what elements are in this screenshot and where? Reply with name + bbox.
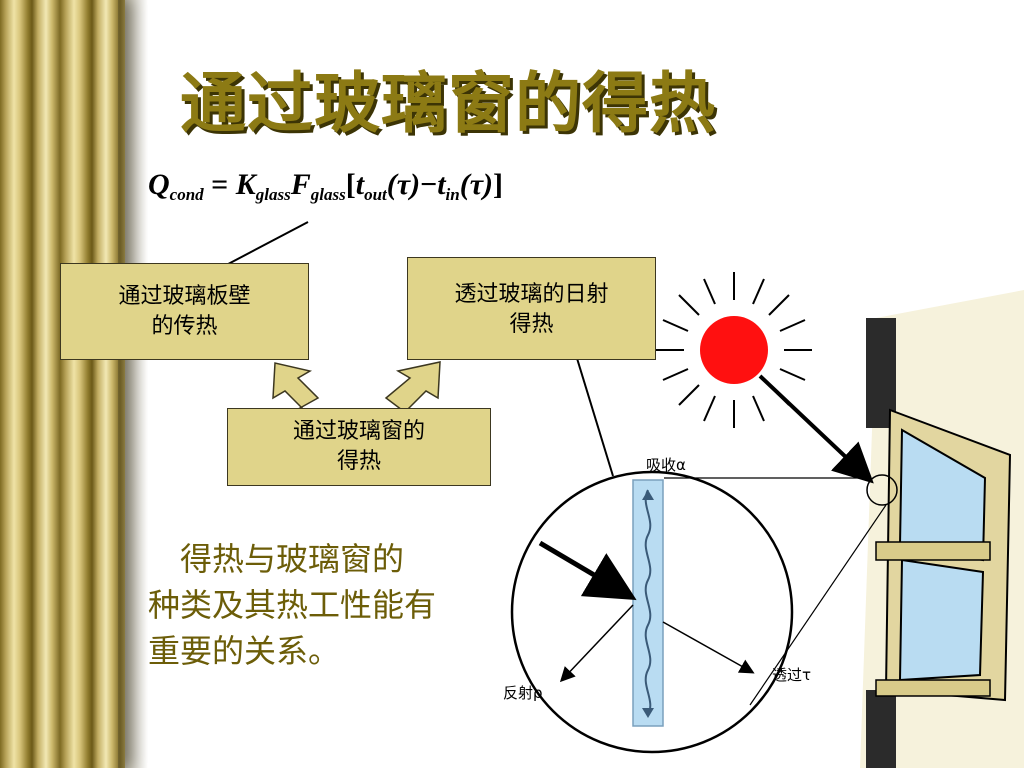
formula-tau-2: (τ): [459, 168, 494, 201]
formula-k-sub: glass: [255, 185, 291, 204]
window-wall-drawing: [860, 290, 1024, 768]
formula-q-sub: cond: [169, 185, 204, 204]
box-total-text: 通过玻璃窗的 得热: [292, 419, 425, 474]
sun-ray-arrow: [758, 374, 874, 484]
arrow-up-left-icon: [272, 362, 320, 412]
label-reflect: 反射ρ: [503, 684, 543, 702]
box-wall-text: 通过玻璃板壁 的传热: [118, 283, 251, 339]
label-absorb: 吸收α: [646, 456, 686, 474]
box-window-heat-gain: 通过玻璃窗的 得热: [227, 408, 491, 486]
formula-close-bracket: ]: [493, 168, 504, 201]
formula-minus: −: [420, 168, 438, 201]
label-transmit: 透过τ: [772, 666, 811, 684]
formula-t-out-sub: out: [364, 185, 387, 204]
formula-open-bracket: [: [345, 168, 356, 201]
formula-f: F: [290, 168, 311, 201]
decorative-pillar: [0, 0, 125, 768]
box-solar-gain: 透过玻璃的日射 得热: [407, 257, 656, 360]
formula-f-sub: glass: [310, 185, 346, 204]
formula-q: Q: [148, 168, 170, 201]
formula-t-out: t: [355, 168, 365, 201]
formula-t-in-sub: in: [445, 185, 460, 204]
note-text: 得热与玻璃窗的 种类及其热工性能有 重要的关系。: [148, 540, 437, 670]
box-wall-conduction: 通过玻璃板壁 的传热: [60, 263, 309, 360]
heat-gain-formula: Qcond = KglassFglass[tout(τ)−tin(τ)]: [148, 168, 503, 205]
solar-connector-line: [571, 341, 614, 477]
formula-t-in: t: [437, 168, 446, 201]
box-solar-text: 透过玻璃的日射 得热: [454, 282, 609, 337]
pillar-shadow: [118, 0, 148, 768]
sun-icon: [656, 272, 812, 428]
formula-tau-1: (τ): [386, 168, 421, 201]
arrow-up-right-icon: [384, 361, 441, 415]
formula-k: K: [235, 168, 256, 201]
formula-equals: =: [211, 168, 229, 201]
slide-title: 通过玻璃窗的得热: [180, 65, 716, 142]
glass-detail-circle: [510, 470, 887, 754]
